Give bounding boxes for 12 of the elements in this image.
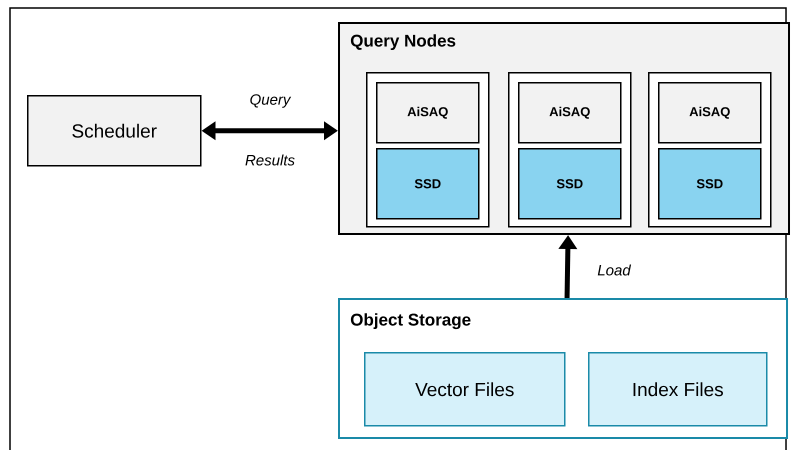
process-box: AiSAQ: [658, 82, 762, 144]
storage-box: SSD: [658, 148, 762, 220]
process-box: AiSAQ: [518, 82, 622, 144]
edge-label: Load: [598, 264, 632, 276]
file-box: Index Files: [588, 352, 768, 426]
file-box: Vector Files: [364, 352, 566, 426]
process-box: AiSAQ: [376, 82, 480, 144]
storage-box: SSD: [518, 148, 622, 220]
storage-box: SSD: [376, 148, 480, 220]
process-box: Scheduler: [27, 95, 202, 166]
text-label: Results: [245, 154, 295, 166]
edge-label: Query: [250, 94, 292, 108]
